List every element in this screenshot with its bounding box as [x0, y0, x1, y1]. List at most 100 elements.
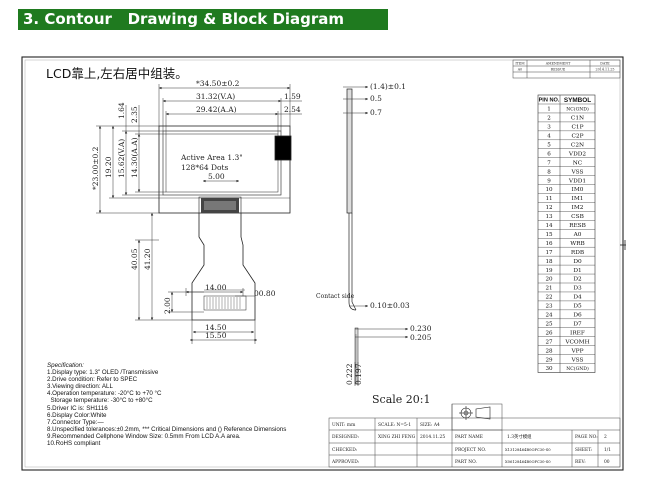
pin-symbol: D4	[573, 295, 582, 301]
pin-symbol: C2P	[571, 134, 583, 140]
pin-number: 10	[545, 187, 553, 193]
spec-line: 1.Display type: 1.3" OLED /Transmissive	[47, 369, 159, 377]
side-view	[346, 88, 359, 385]
pin-number: 29	[545, 357, 553, 363]
pin-number: 22	[545, 295, 553, 301]
tb-rev-value: 00	[604, 460, 610, 465]
pin-symbol: IM2	[572, 205, 584, 211]
side-dim-010: 0.10±0.03	[370, 301, 410, 310]
pin-symbol: A0	[573, 232, 582, 238]
dim-va-width: 31.32(V.A)	[196, 92, 235, 101]
pin-number: 11	[545, 196, 552, 202]
revision-table	[512, 59, 621, 79]
tb-scale: SCALE: N=5-1	[378, 423, 411, 428]
pin-number: 20	[545, 277, 553, 283]
tb-project: PROJECT NO.	[455, 448, 486, 453]
pin-symbol: IM0	[572, 187, 584, 193]
pin-number: 21	[545, 286, 552, 292]
dim-r2: 2.54	[284, 105, 301, 114]
tb-designed: DESIGNED:	[332, 435, 360, 440]
pin-symbol: D6	[573, 313, 582, 319]
pin-number: 5	[547, 142, 551, 148]
scale-label: Scale 20:1	[372, 393, 430, 406]
ic-block	[274, 135, 292, 161]
dim-14: 14.00	[205, 283, 227, 292]
dim-r1: 1.59	[284, 92, 301, 101]
pin-symbol: VSS	[570, 169, 583, 175]
viewing-area	[162, 130, 282, 196]
tb-size: SIZE: A4	[420, 423, 440, 428]
pin-number: 15	[545, 232, 553, 238]
dots-label: 128*64 Dots	[181, 163, 229, 172]
tb-unit: UNIT: mm	[332, 423, 356, 428]
left-dimensions	[96, 105, 257, 344]
spec-line: 8.Unspecified tolerances:±0.2mm, *** Cri…	[47, 425, 287, 433]
tb-rev: REV:	[575, 460, 586, 465]
dim-h1: 19.20	[104, 156, 113, 178]
pin-symbol: VCOMH	[564, 339, 589, 345]
pin-number: 4	[547, 134, 551, 140]
pin-number: 17	[545, 250, 553, 256]
pin-symbol: IM1	[572, 196, 584, 202]
spec-line: 9.Recommended Cellphone Window Size: 0.5…	[47, 432, 241, 440]
spec-line: 2.Drive condition: Refer to SPEC	[47, 376, 138, 384]
pin-symbol: VDD2	[568, 151, 586, 157]
dim-1550: 15.50	[205, 331, 227, 340]
pin-number: 27	[545, 339, 553, 345]
pin-number: 14	[545, 223, 553, 229]
tb-page-no-value: 2	[604, 435, 607, 440]
dim-m1: 5.00	[208, 172, 225, 181]
rev-date: 2014.11.25	[596, 68, 615, 72]
spec-line: 7.Connector Type:—	[47, 418, 104, 426]
pin-symbol: VSS	[570, 357, 583, 363]
tb-partno: PART NO.	[455, 460, 477, 465]
pin-number: 16	[545, 241, 553, 247]
pin-number: 30	[545, 366, 553, 372]
pin-symbol: C1N	[571, 116, 584, 122]
tb-designer: XING ZHI FENG	[378, 435, 416, 440]
pin-symbol: D3	[573, 286, 582, 292]
drawing-heading: LCD靠上,左右居中组装。	[46, 66, 188, 81]
active-area-label: Active Area 1.3"	[180, 153, 243, 162]
tb-checked: CHECKED:	[332, 448, 358, 453]
pin-symbol: D1	[573, 268, 581, 274]
side-dim-0205: 0.205	[410, 333, 432, 342]
side-dim-top: (1.4)±0.1	[370, 82, 406, 91]
pin-symbol: D7	[573, 321, 582, 327]
rev-amend: RESSUE	[551, 68, 566, 72]
side-dim-0197: 0.197	[354, 363, 363, 385]
pin-number: 7	[547, 160, 551, 166]
pin-number: 23	[545, 304, 553, 310]
pin-symbol: VPP	[571, 348, 584, 354]
dim-pitch: 00.80	[254, 289, 276, 298]
pin-number: 1	[547, 107, 551, 113]
pin-number: 8	[547, 169, 551, 175]
pin-symbol: D2	[573, 277, 582, 283]
pin-number: 28	[545, 348, 553, 354]
side-dim-0222: 0.222	[345, 363, 354, 385]
drawing-frame	[21, 56, 624, 471]
pin-number: 12	[545, 205, 553, 211]
pin-number: 2	[547, 116, 551, 122]
tb-partno-value: X06128464B0OPC30-S0	[505, 460, 551, 464]
dim-t1: 1.64	[117, 102, 126, 119]
pin-symbol: CSB	[571, 214, 584, 220]
rev-col-amend: AMENDMENT	[545, 62, 571, 66]
dim-outer-width: *34.50±0.2	[196, 79, 240, 88]
pin-symbol: C2N	[571, 142, 584, 148]
dim-t2: 2.35	[130, 106, 139, 123]
tb-sheet-value: 1/1	[604, 448, 611, 453]
dim-va-height: 15.62(V.A)	[117, 139, 126, 178]
rev-item: A0	[517, 68, 522, 72]
pin-symbol: VDD1	[568, 178, 586, 184]
front-view	[158, 125, 292, 321]
pin-number: 9	[547, 178, 551, 184]
pin-symbol: C1P	[571, 125, 583, 131]
dim-fpc-len2: 41.20	[143, 248, 152, 270]
rev-col-date: DATE	[600, 62, 610, 66]
spec-line: 10.RoHS compliant	[47, 440, 101, 448]
title-block	[328, 403, 621, 468]
side-dim-0230: 0.230	[410, 324, 432, 333]
pin-number: 25	[545, 321, 553, 327]
